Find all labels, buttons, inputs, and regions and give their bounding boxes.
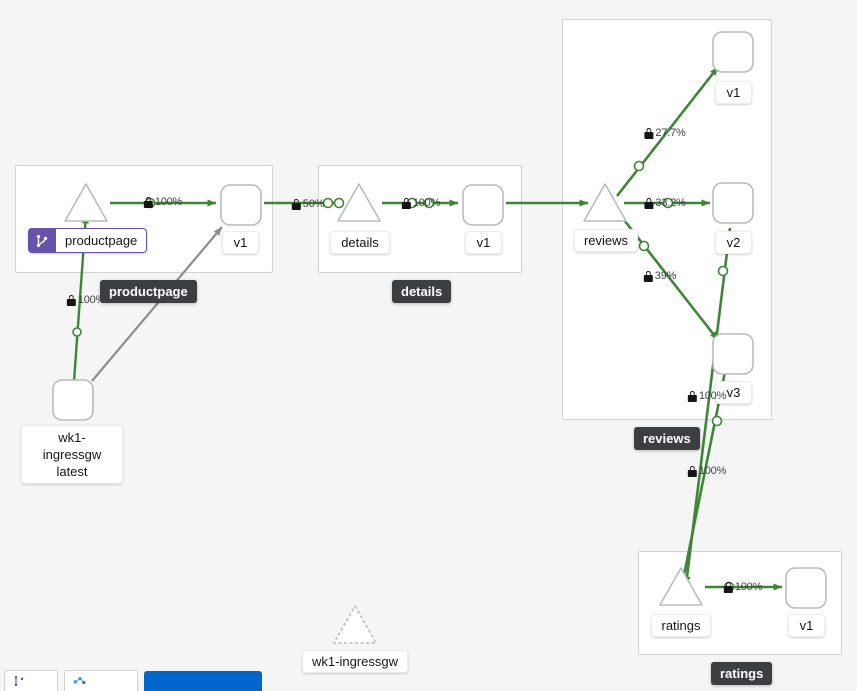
node-label-wk1-ingressgw-service[interactable]: wk1-ingressgw <box>302 650 408 673</box>
mtls-lock-icon <box>644 127 654 139</box>
node-label-ingressgw[interactable]: wk1-ingressgw latest <box>21 425 123 484</box>
node-shape-wk1-ingressgw-service <box>333 605 377 644</box>
edge-label-text: 100% <box>734 581 763 593</box>
node-label-productpage-service[interactable]: productpage <box>28 228 148 253</box>
mtls-lock-icon <box>291 198 301 210</box>
node-shape-ingressgw <box>52 379 94 421</box>
node-label-productpage-v1[interactable]: v1 <box>222 231 259 254</box>
group-box-ratings[interactable] <box>638 551 842 655</box>
toolbar-legend-chip[interactable] <box>4 670 58 691</box>
edge-label-text: 100% <box>154 196 183 208</box>
edge-label-productpage-v1-to-details-service: 50% <box>291 198 325 210</box>
mtls-lock-icon <box>644 197 654 209</box>
node-label-details-v1[interactable]: v1 <box>465 231 502 254</box>
edge-label-reviews-service-to-v3: 39% <box>643 270 677 282</box>
node-label-ratings-service[interactable]: ratings <box>651 614 711 637</box>
toolbar-zoom-chip[interactable] <box>64 670 138 691</box>
mtls-lock-icon <box>143 196 153 208</box>
edge-label-text: 100% <box>698 390 727 402</box>
edge-label-text: 100% <box>698 465 727 477</box>
mtls-lock-icon <box>687 465 697 477</box>
node-label-details-service[interactable]: details <box>330 231 390 254</box>
edge-label-productpage-service-to-v1: 100% <box>143 196 183 208</box>
graph-icon <box>73 676 86 685</box>
node-label-productpage-service-text: productpage <box>56 228 148 253</box>
edge-label-text: 39% <box>654 270 677 282</box>
edge-label-text: 100% <box>412 197 441 209</box>
box-label-details[interactable]: details <box>392 280 452 303</box>
edge-label-reviews-service-to-v1: 27.7% <box>644 127 686 139</box>
edge-label-text: 27.7% <box>655 127 686 139</box>
node-label-ingressgw-line2: latest <box>56 464 88 479</box>
box-label-reviews[interactable]: reviews <box>634 427 700 450</box>
node-label-reviews-v1[interactable]: v1 <box>715 81 752 104</box>
node-label-reviews-service[interactable]: reviews <box>574 229 638 252</box>
edge-label-reviews-v2-to-ratings-service: 100% <box>687 390 727 402</box>
code-branch-icon <box>14 675 24 687</box>
bottom-toolbar[interactable] <box>0 669 262 691</box>
edge-label-details-service-to-v1: 100% <box>401 197 441 209</box>
code-branch-icon <box>28 228 56 253</box>
mtls-lock-icon <box>66 294 76 306</box>
node-label-reviews-v3[interactable]: v3 <box>715 381 752 404</box>
mtls-lock-icon <box>401 197 411 209</box>
mtls-lock-icon <box>643 270 653 282</box>
edge-label-reviews-v3-to-ratings-service: 100% <box>687 465 727 477</box>
node-label-reviews-v2[interactable]: v2 <box>715 231 752 254</box>
edge-label-text: 50% <box>302 198 325 210</box>
edge-label-text: 33.2% <box>655 197 686 209</box>
node-label-ingressgw-line1: wk1-ingressgw <box>42 430 102 462</box>
box-label-ratings[interactable]: ratings <box>711 662 773 685</box>
group-box-details[interactable] <box>318 165 522 273</box>
toolbar-primary-button[interactable] <box>144 671 262 691</box>
box-label-productpage[interactable]: productpage <box>100 280 197 303</box>
edge-label-reviews-service-to-v2: 33.2% <box>644 197 686 209</box>
group-box-reviews[interactable] <box>562 19 772 420</box>
group-box-productpage[interactable] <box>15 165 273 273</box>
mtls-lock-icon <box>723 581 733 593</box>
edge-label-ratings-service-to-v1: 100% <box>723 581 763 593</box>
edge-label-text: 100% <box>77 294 106 306</box>
edge-label-ingressgw-to-productpage-service: 100% <box>66 294 106 306</box>
mtls-lock-icon <box>687 390 697 402</box>
node-label-ratings-v1[interactable]: v1 <box>788 614 825 637</box>
